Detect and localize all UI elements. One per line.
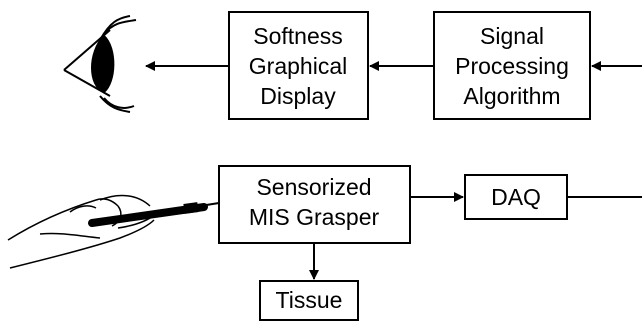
tissue-label: Tissue (276, 287, 343, 313)
grasper-line-1: Sensorized (256, 174, 371, 200)
signal-processing-algorithm-box: Signal Processing Algorithm (433, 11, 591, 120)
signal-line-1: Signal (480, 23, 544, 49)
grasper-line-2: MIS Grasper (249, 204, 380, 230)
display-line-1: Softness (253, 23, 343, 49)
daq-box: DAQ (464, 174, 568, 220)
connectors (145, 61, 642, 280)
sensorized-mis-grasper-box: Sensorized MIS Grasper (218, 165, 411, 244)
hand-holding-instrument-icon (7, 194, 220, 269)
signal-line-3: Algorithm (463, 83, 560, 109)
display-line-2: Graphical (249, 53, 347, 79)
tissue-box: Tissue (259, 280, 359, 321)
display-line-3: Display (260, 83, 336, 109)
softness-graphical-display-box: Softness Graphical Display (228, 11, 369, 120)
daq-label: DAQ (491, 184, 541, 210)
signal-line-2: Processing (455, 53, 569, 79)
eye-icon (63, 15, 137, 113)
